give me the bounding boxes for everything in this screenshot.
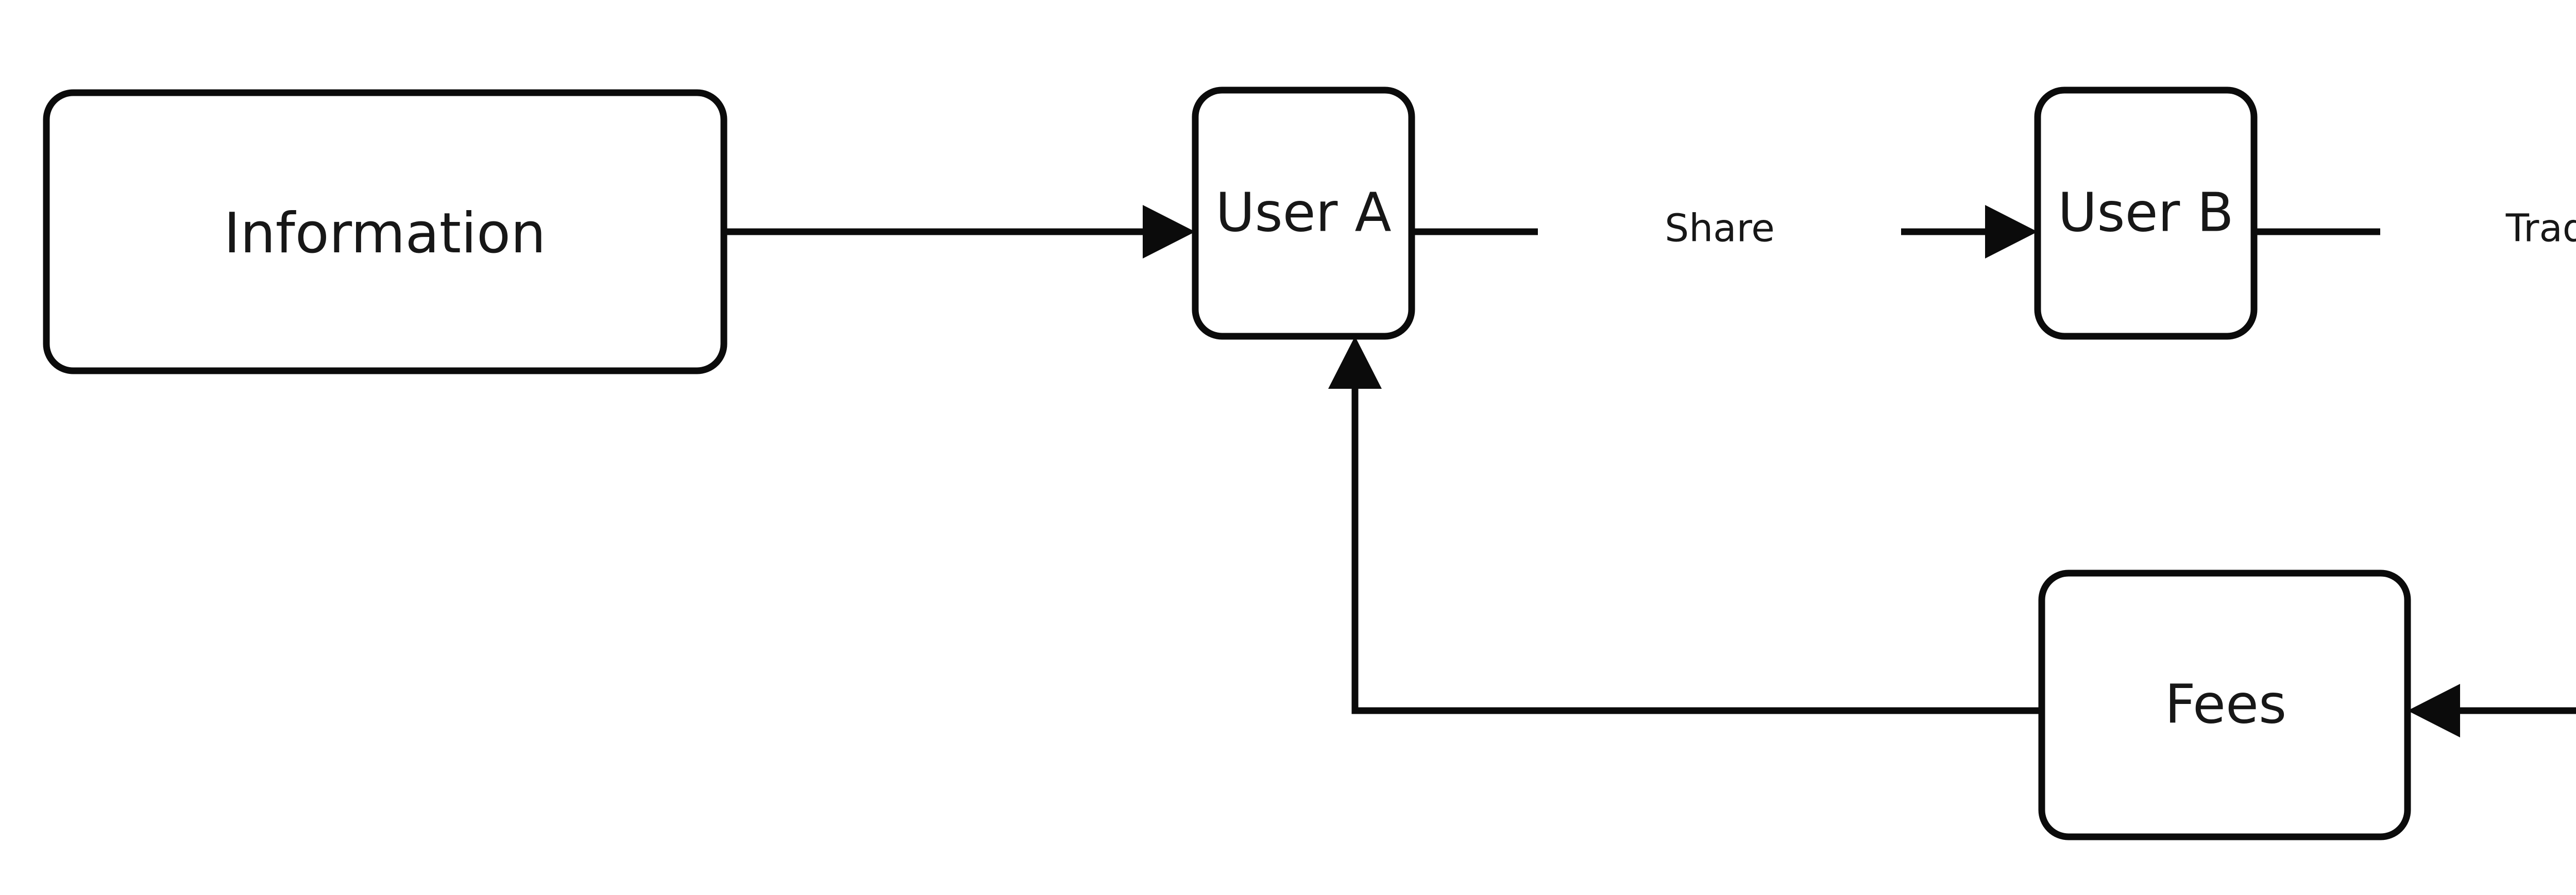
node-information[interactable]: Information	[43, 89, 727, 374]
node-user-a-shape[interactable]	[1192, 87, 1415, 340]
edge-fees-to-user-a	[1328, 336, 2043, 714]
node-fees[interactable]: Fees	[2038, 570, 2411, 840]
node-fees-shape[interactable]	[2038, 570, 2411, 840]
edge-protocol-to-fees	[2408, 684, 2576, 737]
edge-user-a-to-user-b	[1412, 205, 2038, 259]
node-user-b-shape[interactable]	[2034, 87, 2258, 340]
node-user-b[interactable]: User B	[2034, 87, 2258, 340]
arrowhead-fees-to-user-a	[1328, 336, 1382, 389]
edge-line-fees-to-user-a	[1351, 352, 2043, 714]
edge-information-to-user-a	[724, 205, 1195, 259]
node-user-a-label: User A	[1215, 181, 1391, 244]
node-fees-label: Fees	[2165, 673, 2286, 735]
node-information-label: Information	[224, 201, 546, 266]
node-information-shape[interactable]	[43, 89, 727, 374]
edge-label-trade: Trade	[2505, 206, 2576, 251]
edge-label-share: Share	[1665, 206, 1775, 251]
arrowhead-protocol-to-fees	[2408, 684, 2460, 737]
node-user-a[interactable]: User A	[1192, 87, 1415, 340]
node-user-b-label: User B	[2058, 181, 2233, 244]
edge-line-protocol-to-fees	[2423, 707, 2576, 714]
arrowhead-information-to-user-a	[1143, 205, 1195, 259]
arrowhead-user-a-to-user-b	[1985, 205, 2038, 259]
edge-user-b-to-protocol	[2254, 228, 2380, 235]
